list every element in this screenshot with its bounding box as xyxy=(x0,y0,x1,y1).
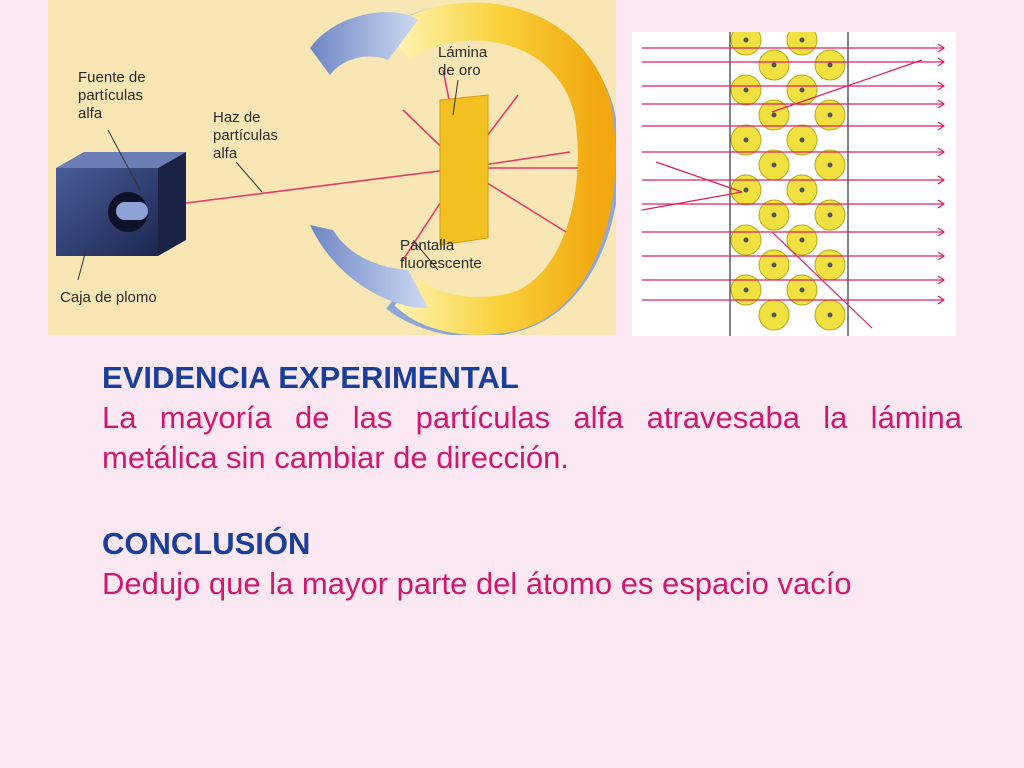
label-beam: Haz de partículas alfa xyxy=(213,109,282,162)
nucleus xyxy=(827,162,833,168)
atom xyxy=(786,32,818,56)
ray-arrowhead xyxy=(937,295,946,305)
nucleus xyxy=(799,287,805,293)
ray-arrowhead xyxy=(937,43,946,53)
nucleus xyxy=(743,87,749,93)
lead-box xyxy=(56,152,186,256)
deflected-ray xyxy=(771,231,873,329)
nucleus xyxy=(827,62,833,68)
label-source: Fuente de partículas alfa xyxy=(78,69,150,122)
ray-arrowhead xyxy=(937,275,946,285)
label-screen: Pantalla fluorescente xyxy=(400,237,482,272)
nucleus xyxy=(743,137,749,143)
nucleus xyxy=(799,237,805,243)
ray-arrowhead xyxy=(937,251,946,261)
evidence-body: La mayoría de las partículas alfa atrave… xyxy=(102,400,962,475)
nucleus xyxy=(743,287,749,293)
nucleus xyxy=(771,212,777,218)
alpha-rays xyxy=(641,43,946,329)
nucleus xyxy=(799,37,805,43)
rutherford-experiment-diagram: Fuente de partículas alfa Haz de partícu… xyxy=(48,0,616,335)
nucleus xyxy=(799,87,805,93)
nucleus xyxy=(827,212,833,218)
conclusion-body: Dedujo que la mayor parte del átomo es e… xyxy=(102,566,852,601)
spacer xyxy=(102,478,962,524)
deflected-ray xyxy=(655,161,743,193)
ray-arrowhead xyxy=(937,147,946,157)
conclusion-heading: CONCLUSIÓN xyxy=(102,526,311,561)
deflected-ray xyxy=(641,191,743,211)
nucleus xyxy=(743,237,749,243)
nucleus xyxy=(827,112,833,118)
deflected-ray xyxy=(771,59,923,113)
ray-arrowhead xyxy=(937,121,946,131)
ray-arrowhead xyxy=(937,57,946,67)
nucleus xyxy=(743,187,749,193)
foil-borders xyxy=(729,32,849,336)
nucleus xyxy=(771,112,777,118)
nucleus xyxy=(743,37,749,43)
nucleus xyxy=(827,312,833,318)
evidence-heading: EVIDENCIA EXPERIMENTAL xyxy=(102,360,519,395)
atomic-foil-diagram xyxy=(632,32,956,336)
nucleus xyxy=(771,62,777,68)
nucleus xyxy=(771,162,777,168)
ray-arrowhead xyxy=(937,199,946,209)
label-pointers xyxy=(77,79,459,281)
label-lead-box: Caja de plomo xyxy=(60,289,157,306)
ray-arrowhead xyxy=(937,81,946,91)
nucleus xyxy=(771,262,777,268)
label-gold-foil: Lámina de oro xyxy=(438,44,491,79)
gold-foil xyxy=(439,94,489,246)
ray-arrowhead xyxy=(937,227,946,237)
slide-text: EVIDENCIA EXPERIMENTAL La mayoría de las… xyxy=(102,358,962,604)
nucleus xyxy=(799,137,805,143)
ray-arrowhead xyxy=(937,99,946,109)
nucleus xyxy=(827,262,833,268)
atom xyxy=(730,32,762,56)
atom-grid xyxy=(730,32,846,331)
ray-arrowhead xyxy=(937,175,946,185)
nucleus xyxy=(799,187,805,193)
fluorescent-screen xyxy=(310,2,616,335)
nucleus xyxy=(771,312,777,318)
